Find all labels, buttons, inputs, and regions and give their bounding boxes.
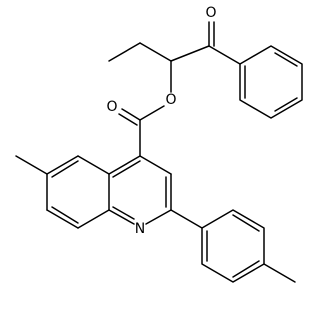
bond-n-c8a-double: [112, 206, 135, 220]
bond-c4a-c5: [77, 155, 110, 175]
tolyl-double-1: [232, 214, 260, 232]
bond-c5-c6: [46, 155, 79, 175]
phenyl-ring: [239, 45, 303, 119]
bond-c2-n: [145, 209, 172, 225]
atom-label-carbonyl-oxygen: O: [205, 5, 216, 21]
bond-tolyl-methyl: [263, 263, 296, 283]
bond-c7-c8-double: [51, 206, 79, 224]
bond-ester-co-b: [118, 113, 138, 126]
tolyl-double-2: [232, 260, 260, 278]
phenyl-double-1: [274, 52, 298, 67]
bond-c4a-c4-double: [112, 160, 141, 178]
bond-c5-c6-double: [51, 160, 79, 178]
bond-n-c8a: [108, 209, 135, 225]
bond-c4a-c4: [108, 155, 141, 175]
bond-ethyl-methine: [139, 42, 172, 62]
atom-label-ester-carbonyl-oxygen: O: [106, 99, 117, 115]
bond-ketone-phenyl: [208, 45, 241, 65]
bond-ester-co-a: [121, 108, 141, 121]
atom-label-ring-nitrogen: N: [135, 221, 145, 237]
tolyl-ring: [201, 209, 265, 283]
bond-methyl-ethyl: [108, 42, 141, 62]
bond-methine-ketone: [170, 45, 210, 62]
atom-label-ester-oxygen: O: [165, 92, 176, 108]
bond-c7-c8: [46, 209, 79, 229]
bond-c8-c8a: [77, 209, 110, 229]
bond-oxygen-ester-carbon: [139, 105, 165, 121]
bond-c4-c3: [139, 155, 172, 175]
bond-c2-tolyl: [170, 209, 203, 229]
bond-c6-methyl: [15, 155, 48, 175]
phenyl-double-2: [274, 97, 298, 112]
